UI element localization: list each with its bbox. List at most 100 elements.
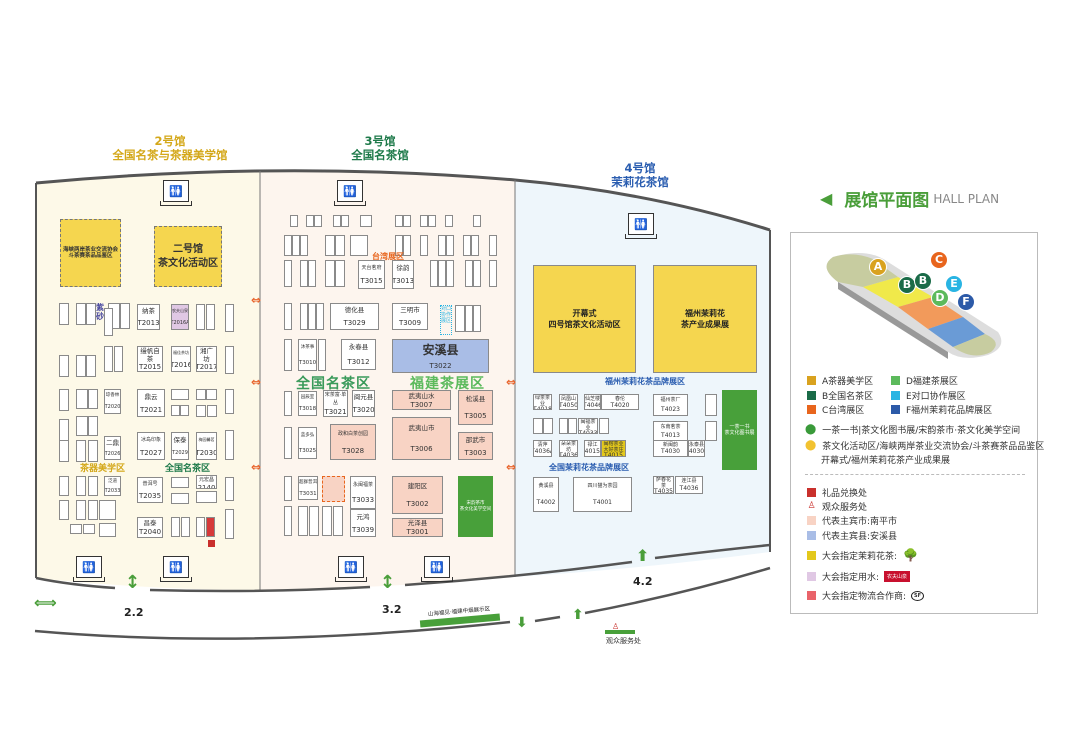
small-booth[interactable] bbox=[438, 260, 446, 287]
small-booth[interactable] bbox=[300, 303, 308, 330]
small-booth[interactable] bbox=[284, 303, 292, 330]
small-booth[interactable] bbox=[225, 430, 234, 460]
small-booth[interactable] bbox=[76, 500, 86, 520]
small-booth[interactable] bbox=[207, 405, 217, 417]
small-booth[interactable] bbox=[206, 389, 217, 400]
small-booth[interactable] bbox=[104, 346, 113, 372]
small-booth[interactable] bbox=[171, 389, 189, 400]
small-booth[interactable] bbox=[99, 523, 116, 537]
small-booth[interactable] bbox=[181, 517, 190, 537]
small-booth[interactable] bbox=[395, 215, 403, 227]
small-booth[interactable] bbox=[335, 235, 345, 256]
small-booth[interactable] bbox=[309, 506, 319, 536]
small-booth[interactable] bbox=[88, 440, 98, 462]
small-booth[interactable] bbox=[225, 346, 234, 374]
small-booth[interactable] bbox=[705, 394, 717, 416]
small-booth[interactable] bbox=[171, 517, 180, 537]
small-booth[interactable] bbox=[403, 215, 411, 227]
small-booth[interactable] bbox=[120, 303, 130, 329]
small-booth[interactable] bbox=[465, 305, 473, 332]
small-booth[interactable] bbox=[333, 215, 341, 227]
small-booth[interactable] bbox=[420, 215, 428, 227]
small-booth[interactable] bbox=[445, 215, 453, 227]
small-booth[interactable] bbox=[59, 303, 69, 325]
small-booth[interactable] bbox=[86, 303, 96, 325]
small-booth[interactable] bbox=[284, 391, 292, 416]
small-booth[interactable] bbox=[360, 215, 372, 227]
small-booth[interactable] bbox=[455, 305, 465, 332]
small-booth[interactable] bbox=[543, 418, 553, 434]
small-booth[interactable] bbox=[298, 506, 308, 536]
small-booth[interactable] bbox=[316, 303, 324, 330]
small-booth[interactable] bbox=[473, 305, 481, 332]
small-booth[interactable] bbox=[333, 506, 343, 536]
small-booth[interactable] bbox=[438, 235, 446, 256]
small-booth[interactable] bbox=[196, 405, 206, 417]
small-booth[interactable] bbox=[568, 418, 577, 434]
small-booth[interactable] bbox=[473, 260, 481, 287]
small-booth[interactable] bbox=[430, 260, 438, 287]
small-booth[interactable] bbox=[76, 416, 88, 436]
small-booth[interactable] bbox=[171, 405, 180, 416]
small-booth[interactable] bbox=[284, 260, 292, 287]
small-booth[interactable] bbox=[395, 235, 403, 256]
small-booth[interactable] bbox=[88, 500, 98, 520]
small-booth[interactable] bbox=[471, 235, 479, 256]
small-booth[interactable] bbox=[306, 215, 314, 227]
small-booth[interactable] bbox=[86, 355, 96, 377]
small-booth[interactable] bbox=[284, 476, 292, 501]
small-booth[interactable] bbox=[76, 355, 86, 377]
small-booth[interactable] bbox=[428, 215, 436, 227]
small-booth[interactable] bbox=[559, 418, 568, 434]
small-booth[interactable] bbox=[533, 418, 543, 434]
small-booth[interactable] bbox=[300, 260, 308, 287]
small-booth[interactable] bbox=[341, 215, 349, 227]
small-booth[interactable] bbox=[335, 260, 345, 287]
small-booth[interactable] bbox=[70, 524, 82, 534]
small-booth[interactable] bbox=[76, 303, 86, 325]
small-booth[interactable] bbox=[171, 493, 189, 504]
booth[interactable]: 禄江T4015A bbox=[584, 440, 601, 457]
small-booth[interactable] bbox=[465, 260, 473, 287]
small-booth[interactable] bbox=[318, 339, 326, 371]
small-booth[interactable] bbox=[225, 304, 234, 332]
small-booth[interactable] bbox=[196, 304, 205, 330]
small-booth[interactable] bbox=[59, 440, 69, 462]
small-booth[interactable] bbox=[308, 260, 316, 287]
small-booth[interactable] bbox=[225, 509, 234, 539]
small-booth[interactable] bbox=[59, 419, 69, 441]
small-booth[interactable] bbox=[489, 260, 497, 287]
small-booth[interactable] bbox=[59, 355, 69, 377]
small-booth[interactable] bbox=[284, 339, 292, 371]
small-booth[interactable] bbox=[196, 491, 217, 503]
small-booth[interactable] bbox=[88, 476, 98, 496]
